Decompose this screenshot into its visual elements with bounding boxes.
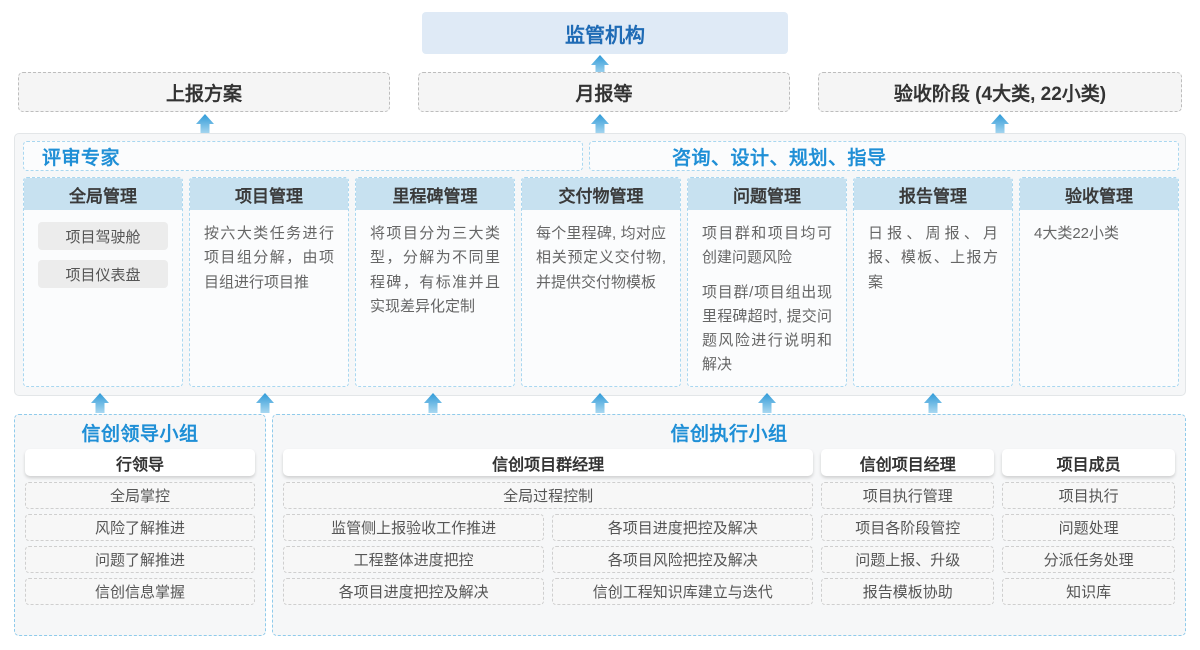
- column-program-manager: 信创项目群经理 全局过程控制 监管侧上报验收工作推进 工程整体进度把控 各项目进…: [283, 449, 814, 610]
- card-report-management[interactable]: 报告管理 日报、周报、月报、模板、上报方案: [853, 177, 1013, 387]
- list-item[interactable]: 报告模板协助: [821, 578, 995, 605]
- role-bank-leader[interactable]: 行领导: [25, 449, 255, 476]
- arrow-up-icon: [194, 113, 216, 135]
- panel-header-consulting: 咨询、设计、规划、指导: [589, 141, 1179, 171]
- report-box-plan[interactable]: 上报方案: [18, 72, 390, 112]
- card-body: 项目驾驶舱 项目仪表盘: [24, 210, 182, 386]
- report-box-monthly[interactable]: 月报等: [418, 72, 790, 112]
- card-title: 项目管理: [190, 178, 348, 210]
- capability-card-list: 全局管理 项目驾驶舱 项目仪表盘 项目管理 按六大类任务进行项目组分解，由项目组…: [23, 177, 1179, 387]
- list-item[interactable]: 监管侧上报验收工作推进: [283, 514, 545, 541]
- group-title-label: 信创执行小组: [670, 424, 788, 445]
- card-body: 4大类22小类: [1020, 210, 1178, 386]
- list-item[interactable]: 各项目进度把控及解决: [552, 514, 814, 541]
- list-item[interactable]: 问题处理: [1002, 514, 1175, 541]
- role-project-member[interactable]: 项目成员: [1002, 449, 1175, 476]
- list-item[interactable]: 风险了解推进: [25, 514, 255, 541]
- card-body: 日报、周报、月报、模板、上报方案: [854, 210, 1012, 386]
- role-project-manager[interactable]: 信创项目经理: [821, 449, 995, 476]
- arrow-up-icon: [589, 54, 611, 76]
- report-box-acceptance[interactable]: 验收阶段 (4大类, 22小类): [818, 72, 1182, 112]
- list-item[interactable]: 信创信息掌握: [25, 578, 255, 605]
- role-columns: 信创项目群经理 全局过程控制 监管侧上报验收工作推进 工程整体进度把控 各项目进…: [283, 449, 1175, 610]
- card-title: 问题管理: [688, 178, 846, 210]
- card-body: 项目群和项目均可创建问题风险 项目群/项目组出现里程碑超时, 提交问题风险进行说…: [688, 210, 846, 386]
- list-item[interactable]: 知识库: [1002, 578, 1175, 605]
- group-title: 信创领导小组: [25, 421, 255, 449]
- card-paragraph: 日报、周报、月报、模板、上报方案: [868, 225, 998, 291]
- capability-panel: 评审专家 咨询、设计、规划、指导 全局管理 项目驾驶舱 项目仪表盘 项目管理 按…: [14, 133, 1186, 396]
- group-title-label: 信创领导小组: [81, 424, 199, 445]
- list-item[interactable]: 问题了解推进: [25, 546, 255, 573]
- card-paragraph: 项目群/项目组出现里程碑超时, 提交问题风险进行说明和解决: [702, 283, 832, 374]
- list-item[interactable]: 工程整体进度把控: [283, 546, 545, 573]
- card-title: 里程碑管理: [356, 178, 514, 210]
- card-paragraph: 将项目分为三大类型，分解为不同里程碑，有标准并且实现差异化定制: [370, 225, 500, 315]
- program-manager-right-list: 各项目进度把控及解决 各项目风险把控及解决 信创工程知识库建立与迭代: [552, 514, 814, 610]
- list-item[interactable]: 各项目风险把控及解决: [552, 546, 814, 573]
- card-title: 报告管理: [854, 178, 1012, 210]
- list-item[interactable]: 项目执行: [1002, 482, 1175, 509]
- list-item[interactable]: 信创工程知识库建立与迭代: [552, 578, 814, 605]
- arrow-up-icon: [254, 392, 276, 414]
- arrow-up-icon: [589, 392, 611, 414]
- card-body: 按六大类任务进行项目组分解，由项目组进行项目推: [190, 210, 348, 386]
- card-deliverable-management[interactable]: 交付物管理 每个里程碑, 均对应相关预定义交付物,并提供交付物模板: [521, 177, 681, 387]
- card-paragraph: 每个里程碑, 均对应相关预定义交付物,并提供交付物模板: [536, 225, 666, 291]
- card-title: 全局管理: [24, 178, 182, 210]
- card-issue-management[interactable]: 问题管理 项目群和项目均可创建问题风险 项目群/项目组出现里程碑超时, 提交问题…: [687, 177, 847, 387]
- card-acceptance-management[interactable]: 验收管理 4大类22小类: [1019, 177, 1179, 387]
- list-item[interactable]: 全局掌控: [25, 482, 255, 509]
- column-project-member: 项目成员 项目执行 问题处理 分派任务处理 知识库: [1002, 449, 1175, 610]
- arrow-up-icon: [989, 113, 1011, 135]
- program-manager-left-list: 监管侧上报验收工作推进 工程整体进度把控 各项目进度把控及解决: [283, 514, 545, 610]
- card-global-management[interactable]: 全局管理 项目驾驶舱 项目仪表盘: [23, 177, 183, 387]
- column-project-manager: 信创项目经理 项目执行管理 项目各阶段管控 问题上报、升级 报告模板协助: [821, 449, 995, 610]
- list-item[interactable]: 项目各阶段管控: [821, 514, 995, 541]
- card-body: 每个里程碑, 均对应相关预定义交付物,并提供交付物模板: [522, 210, 680, 386]
- card-paragraph: 项目群和项目均可创建问题风险: [702, 225, 832, 267]
- list-item[interactable]: 问题上报、升级: [821, 546, 995, 573]
- card-title: 交付物管理: [522, 178, 680, 210]
- report-bar: 上报方案 月报等 验收阶段 (4大类, 22小类): [0, 72, 1200, 112]
- panel-header-label: 咨询、设计、规划、指导: [672, 147, 887, 169]
- arrow-up-icon: [89, 392, 111, 414]
- list-item[interactable]: 各项目进度把控及解决: [283, 578, 545, 605]
- panel-header-label: 评审专家: [42, 147, 121, 169]
- group-execution: 信创执行小组 信创项目群经理 全局过程控制 监管侧上报验收工作推进 工程整体进度…: [272, 414, 1186, 636]
- arrow-up-icon: [756, 392, 778, 414]
- card-pill[interactable]: 项目驾驶舱: [38, 222, 168, 250]
- card-pill[interactable]: 项目仪表盘: [38, 260, 168, 288]
- card-project-management[interactable]: 项目管理 按六大类任务进行项目组分解，由项目组进行项目推: [189, 177, 349, 387]
- arrow-up-icon: [589, 113, 611, 135]
- group-title: 信创执行小组: [283, 421, 1175, 449]
- arrow-up-icon: [922, 392, 944, 414]
- panel-header-review-experts: 评审专家: [23, 141, 583, 171]
- regulator-box: 监管机构: [422, 12, 788, 54]
- role-program-manager[interactable]: 信创项目群经理: [283, 449, 814, 476]
- program-manager-subcolumns: 监管侧上报验收工作推进 工程整体进度把控 各项目进度把控及解决 各项目进度把控及…: [283, 514, 814, 610]
- card-body: 将项目分为三大类型，分解为不同里程碑，有标准并且实现差异化定制: [356, 210, 514, 386]
- list-item[interactable]: 分派任务处理: [1002, 546, 1175, 573]
- card-title: 验收管理: [1020, 178, 1178, 210]
- card-paragraph: 按六大类任务进行项目组分解，由项目组进行项目推: [204, 225, 334, 291]
- list-item[interactable]: 全局过程控制: [283, 482, 814, 509]
- card-milestone-management[interactable]: 里程碑管理 将项目分为三大类型，分解为不同里程碑，有标准并且实现差异化定制: [355, 177, 515, 387]
- arrow-up-icon: [422, 392, 444, 414]
- list-item[interactable]: 项目执行管理: [821, 482, 995, 509]
- card-paragraph: 4大类22小类: [1034, 225, 1120, 242]
- group-leadership: 信创领导小组 行领导 全局掌控 风险了解推进 问题了解推进 信创信息掌握: [14, 414, 266, 636]
